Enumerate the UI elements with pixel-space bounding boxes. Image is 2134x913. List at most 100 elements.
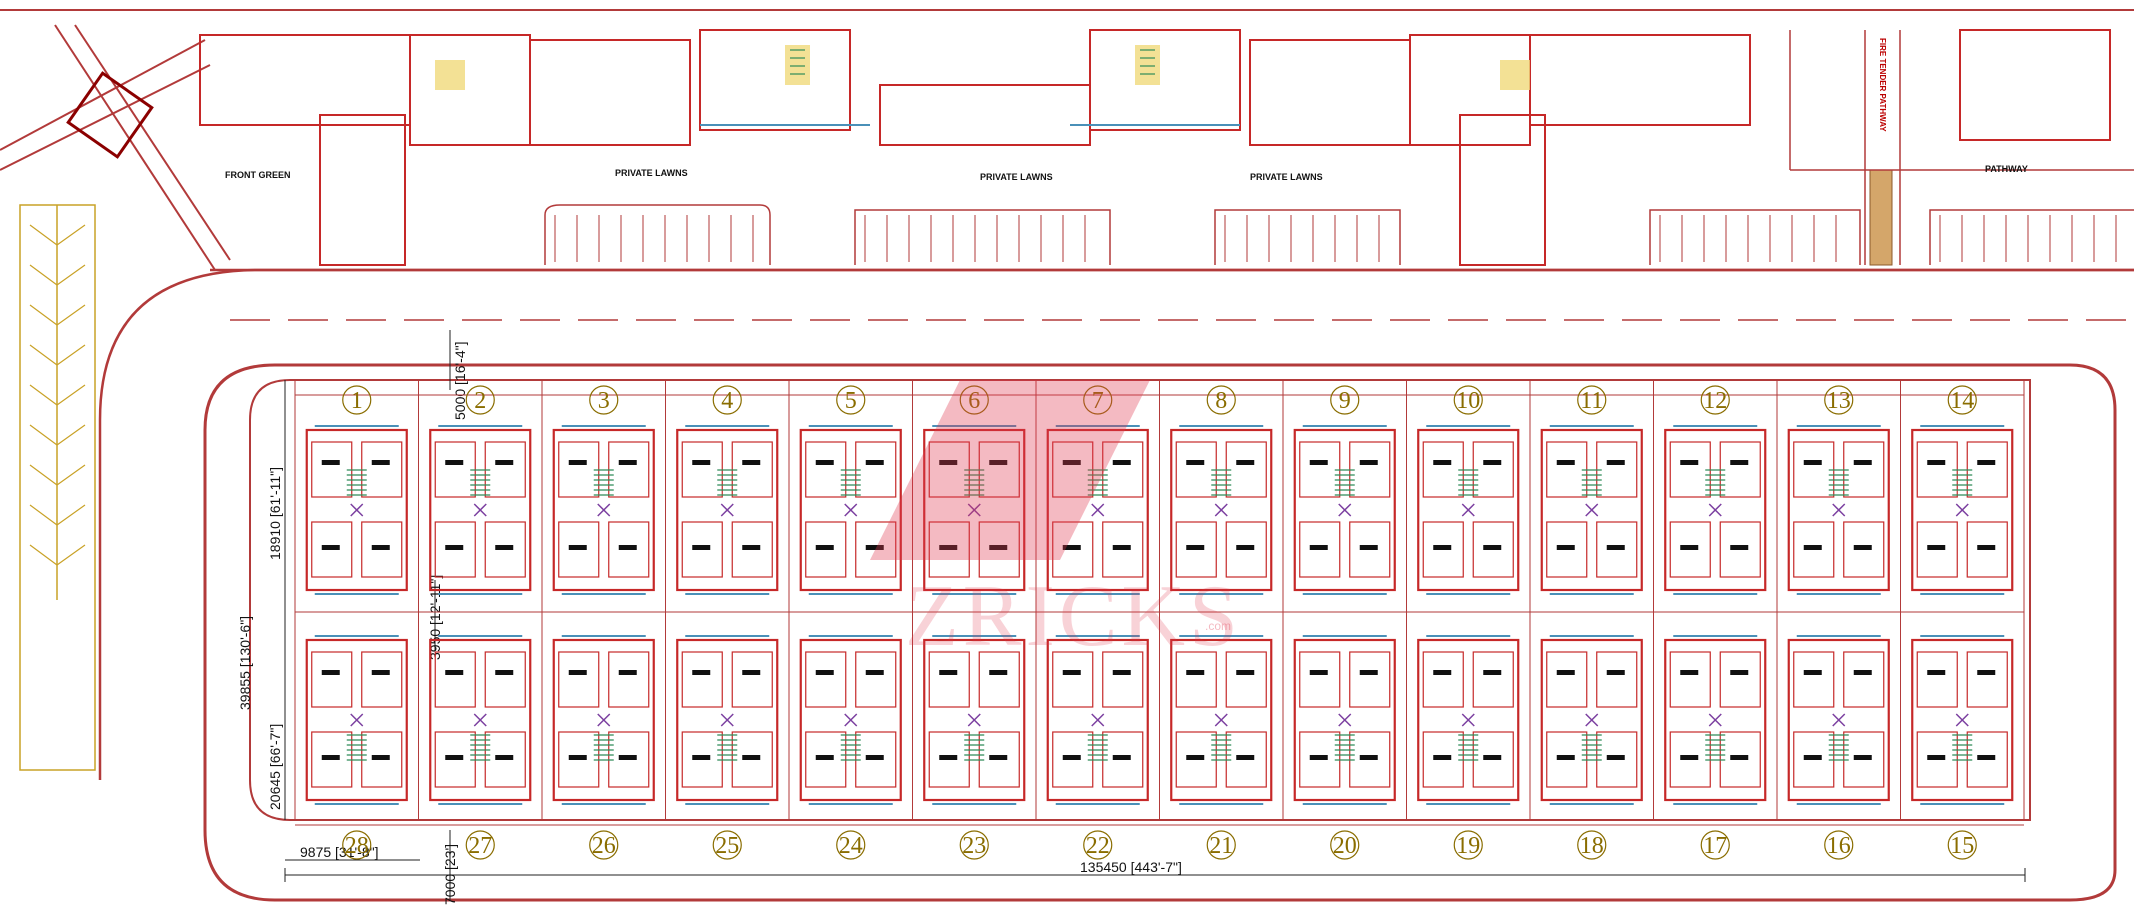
dim-upper-row-depth: 18910 [61'-11"] bbox=[267, 467, 283, 560]
label-fire-tender-pathway: FIRE TENDER PATHWAY bbox=[1878, 38, 1887, 132]
unit-number-bottom-label: 18 bbox=[1580, 833, 1604, 859]
unit-number-top: 14 bbox=[1947, 385, 1977, 415]
diagonal-road bbox=[0, 24, 231, 271]
house-unit bbox=[1293, 425, 1396, 595]
house-unit bbox=[1664, 425, 1767, 595]
dim-top-setback: 5000 [16'-4"] bbox=[452, 342, 468, 420]
unit-number-top: 6 bbox=[959, 385, 989, 415]
unit-number-top-label: 8 bbox=[1215, 388, 1227, 414]
unit-number-top: 8 bbox=[1206, 385, 1236, 415]
house-unit bbox=[1046, 425, 1149, 595]
dim-lower-row-depth: 20645 [66'-7"] bbox=[267, 724, 283, 810]
house-unit bbox=[1540, 635, 1643, 805]
unit-number-bottom: 19 bbox=[1453, 830, 1483, 860]
house-unit bbox=[1293, 635, 1396, 805]
house-unit bbox=[1787, 635, 1890, 805]
dimension-lines bbox=[284, 330, 2026, 900]
unit-number-bottom-label: 27 bbox=[468, 833, 492, 859]
unit-number-top-label: 3 bbox=[598, 388, 610, 414]
watermark-text: ZRICKS bbox=[905, 568, 1242, 665]
house-unit bbox=[305, 425, 408, 595]
unit-number-top: 5 bbox=[836, 385, 866, 415]
unit-number-top-label: 4 bbox=[721, 388, 733, 414]
unit-number-bottom: 21 bbox=[1206, 830, 1236, 860]
unit-number-bottom-label: 15 bbox=[1950, 833, 1974, 859]
top-building-block bbox=[199, 29, 2134, 266]
house-unit bbox=[799, 635, 902, 805]
cluster-boundary bbox=[203, 363, 2117, 902]
unit-number-bottom: 28 bbox=[342, 830, 372, 860]
house-unit bbox=[1417, 635, 1520, 805]
unit-number-bottom-label: 21 bbox=[1209, 833, 1233, 859]
main-road bbox=[98, 268, 2134, 780]
unit-number-top-label: 13 bbox=[1827, 388, 1851, 414]
house-unit bbox=[429, 635, 532, 805]
unit-number-top: 3 bbox=[589, 385, 619, 415]
unit-number-bottom: 22 bbox=[1083, 830, 1113, 860]
dim-bottom-gap: 7000 [23'] bbox=[442, 844, 458, 905]
house-unit bbox=[552, 635, 655, 805]
unit-number-bottom: 15 bbox=[1947, 830, 1977, 860]
unit-number-bottom: 23 bbox=[959, 830, 989, 860]
unit-number-top-label: 10 bbox=[1456, 388, 1480, 414]
unit-number-bottom: 18 bbox=[1577, 830, 1607, 860]
label-pathway: PATHWAY bbox=[1985, 164, 2028, 174]
unit-number-bottom-label: 23 bbox=[962, 833, 986, 859]
unit-number-bottom-label: 22 bbox=[1086, 833, 1110, 859]
house-unit bbox=[1787, 425, 1890, 595]
unit-number-bottom-label: 16 bbox=[1827, 833, 1851, 859]
house-unit bbox=[676, 635, 779, 805]
house-unit bbox=[923, 635, 1026, 805]
unit-number-top: 2 bbox=[465, 385, 495, 415]
house-unit bbox=[799, 425, 902, 595]
unit-number-top-label: 9 bbox=[1339, 388, 1351, 414]
unit-number-top: 10 bbox=[1453, 385, 1483, 415]
unit-number-bottom: 26 bbox=[589, 830, 619, 860]
label-private-lawns-1: PRIVATE LAWNS bbox=[615, 168, 688, 178]
unit-number-bottom: 16 bbox=[1824, 830, 1854, 860]
unit-number-top-label: 7 bbox=[1092, 388, 1104, 414]
house-unit bbox=[552, 425, 655, 595]
house-unit bbox=[1170, 635, 1273, 805]
unit-number-bottom-label: 24 bbox=[839, 833, 863, 859]
unit-number-top-label: 1 bbox=[351, 388, 363, 414]
unit-number-bottom-label: 19 bbox=[1456, 833, 1480, 859]
unit-number-bottom-label: 17 bbox=[1703, 833, 1727, 859]
unit-number-top: 13 bbox=[1824, 385, 1854, 415]
unit-number-top: 11 bbox=[1577, 385, 1607, 415]
unit-number-bottom-label: 25 bbox=[715, 833, 739, 859]
house-unit bbox=[1417, 425, 1520, 595]
unit-number-top-label: 6 bbox=[968, 388, 980, 414]
unit-number-top: 7 bbox=[1083, 385, 1113, 415]
unit-grid: 1 28 2 27 3 26 4 25 5 24 6 23 7 22 8 21 9 20 10 19 11 18 12 17 1… bbox=[294, 380, 2025, 860]
left-parking-strip bbox=[19, 204, 96, 771]
watermark: ZRICKS .com bbox=[870, 380, 1242, 665]
label-front-green: FRONT GREEN bbox=[225, 170, 291, 180]
dim-middle-gap: 3950 [12'-11"] bbox=[427, 575, 443, 660]
unit-number-bottom-label: 20 bbox=[1333, 833, 1357, 859]
house-unit bbox=[305, 635, 408, 805]
house-unit bbox=[1911, 425, 2014, 595]
unit-number-bottom-label: 26 bbox=[592, 833, 616, 859]
unit-number-top-label: 12 bbox=[1703, 388, 1727, 414]
unit-number-bottom-label: 28 bbox=[345, 833, 369, 859]
house-unit bbox=[676, 425, 779, 595]
house-unit bbox=[1540, 425, 1643, 595]
unit-number-top-label: 2 bbox=[474, 388, 486, 414]
unit-number-top: 9 bbox=[1330, 385, 1360, 415]
unit-number-bottom: 27 bbox=[465, 830, 495, 860]
unit-number-top: 1 bbox=[342, 385, 372, 415]
house-unit bbox=[1046, 635, 1149, 805]
dim-unit-width: 9875 [31'-8"] bbox=[300, 844, 378, 860]
house-unit bbox=[1170, 425, 1273, 595]
house-unit bbox=[429, 425, 532, 595]
label-private-lawns-3: PRIVATE LAWNS bbox=[1250, 172, 1323, 182]
unit-number-top-label: 5 bbox=[845, 388, 857, 414]
unit-number-bottom: 25 bbox=[712, 830, 742, 860]
house-unit bbox=[1911, 635, 2014, 805]
unit-number-top: 4 bbox=[712, 385, 742, 415]
dim-total-depth: 39855 [130'-6"] bbox=[237, 616, 253, 710]
unit-number-bottom: 24 bbox=[836, 830, 866, 860]
unit-number-top-label: 14 bbox=[1950, 388, 1974, 414]
